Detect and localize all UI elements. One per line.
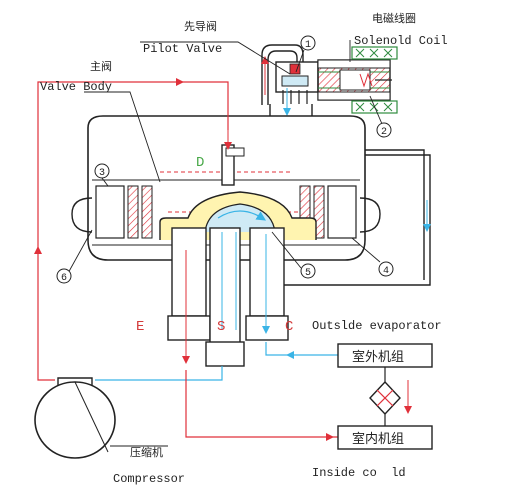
outdoor-unit-label: 室外机组	[352, 349, 404, 365]
outdoor-unit-box	[337, 343, 433, 368]
marker-2: 2	[376, 122, 392, 138]
svg-text:6: 6	[61, 273, 67, 284]
compressor-label-cn: 压缩机	[130, 445, 163, 459]
compressor-label-en: Compressor	[113, 472, 185, 486]
outside-evaporator-label: Outslde evaporator	[312, 319, 442, 333]
expansion-valve	[369, 380, 401, 416]
solenoid-coil-label-cn: 电磁线圈	[372, 11, 416, 25]
port-c-label: C	[285, 319, 293, 335]
bottom-ports	[167, 227, 289, 367]
marker-5: 5	[300, 263, 316, 279]
marker-3: 3	[94, 163, 110, 179]
valve-body-label-en: Valve Body	[40, 80, 112, 94]
valve-body-label-cn: 主阀	[90, 59, 112, 73]
pilot-valve-label-cn: 先导阀	[184, 19, 217, 33]
main-valve-body	[71, 115, 381, 261]
indoor-unit-box	[337, 425, 433, 450]
svg-text:2: 2	[381, 127, 387, 138]
svg-text:3: 3	[99, 168, 105, 179]
port-d-label: D	[196, 155, 204, 171]
svg-text:1: 1	[305, 40, 311, 51]
indoor-unit-label: 室内机组	[352, 431, 404, 447]
pilot-valve-assembly	[261, 44, 398, 120]
solenoid-coil-label-en: Solenold Coil	[354, 34, 448, 48]
compressor	[34, 377, 116, 459]
port-e-label: E	[136, 319, 144, 335]
marker-1: 1	[300, 35, 316, 51]
svg-text:5: 5	[305, 268, 311, 279]
port-s-label: S	[217, 319, 225, 335]
inside-coil-label: Inside co ld	[312, 466, 406, 480]
pilot-valve-label-en: Pilot Valve	[143, 42, 222, 56]
marker-6: 6	[56, 268, 72, 284]
marker-4: 4	[378, 261, 394, 277]
refrigerant-piping	[34, 78, 412, 441]
svg-text:4: 4	[383, 266, 389, 277]
